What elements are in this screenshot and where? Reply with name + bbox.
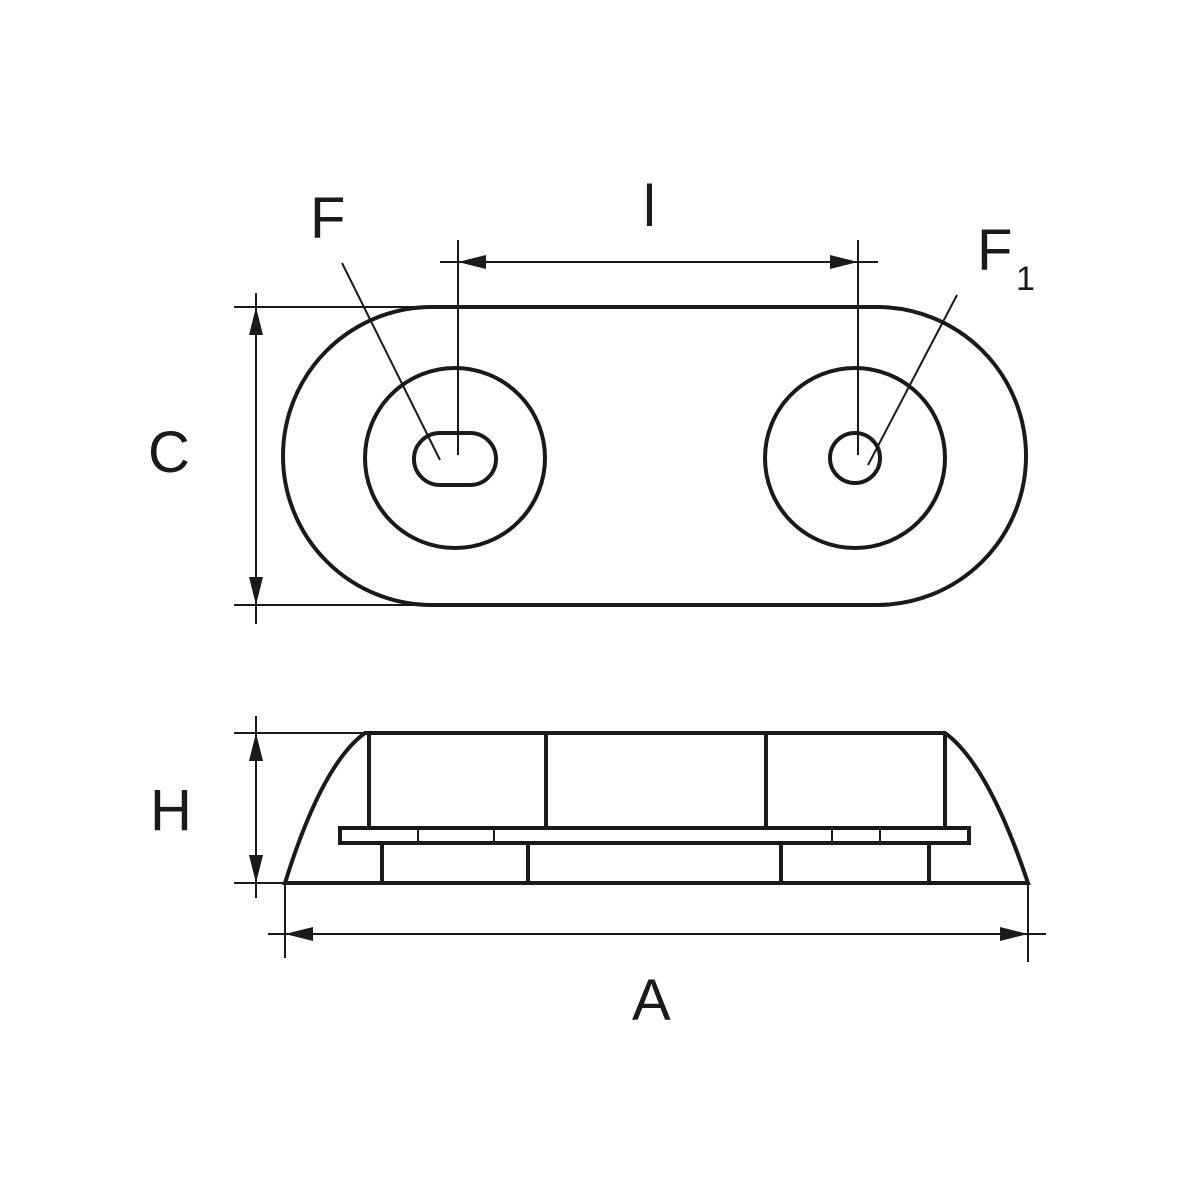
dimension-c bbox=[234, 293, 432, 624]
leader-f bbox=[341, 262, 441, 461]
right-boss bbox=[763, 366, 947, 550]
plate-outline bbox=[281, 305, 1028, 607]
label-h: H bbox=[150, 778, 192, 843]
dimension-h bbox=[234, 716, 365, 898]
side-view: H A bbox=[150, 716, 1046, 1033]
dimension-a bbox=[268, 883, 1046, 962]
slot-hole bbox=[412, 431, 498, 487]
label-f1-subscript: 1 bbox=[1016, 260, 1035, 298]
label-c: C bbox=[148, 420, 190, 485]
leader-f1 bbox=[867, 294, 958, 466]
side-profile bbox=[282, 731, 1031, 885]
label-l: l bbox=[643, 174, 656, 239]
label-f: F bbox=[310, 186, 345, 251]
label-f1: F bbox=[977, 218, 1012, 283]
dimension-l bbox=[440, 255, 878, 269]
top-view: F l F 1 C bbox=[148, 174, 1035, 624]
insert-bar bbox=[338, 826, 971, 845]
round-hole bbox=[828, 431, 882, 485]
left-boss bbox=[363, 366, 547, 550]
label-a: A bbox=[632, 968, 671, 1033]
